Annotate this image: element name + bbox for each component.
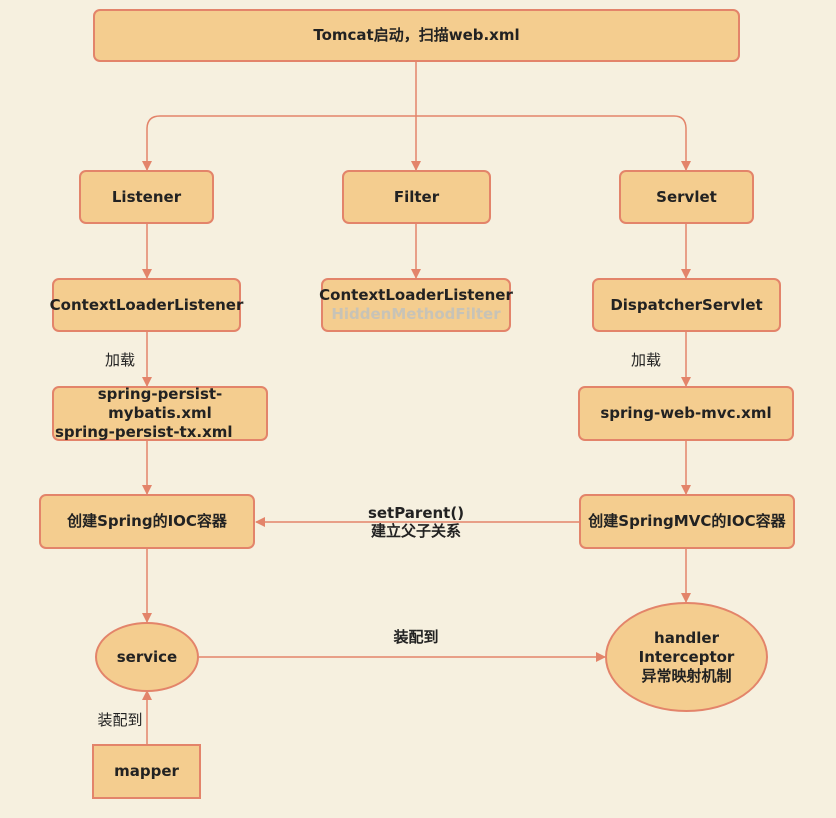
service-node: service — [95, 622, 199, 692]
tomcat-startup-label: Tomcat启动，扫描web.xml — [313, 26, 520, 44]
servlet-node: Servlet — [619, 170, 754, 224]
set-parent-label-line1: setParent() — [367, 504, 465, 522]
wire-to-handler-label: 装配到 — [393, 628, 439, 646]
handler-line1: handler — [654, 628, 719, 647]
mapper-label: mapper — [114, 762, 179, 780]
springmvc-ioc-node: 创建SpringMVC的IOC容器 — [579, 494, 795, 549]
filter-label: Filter — [393, 187, 440, 206]
load-label-left: 加载 — [104, 351, 135, 369]
handler-line3: 异常映射机制 — [641, 666, 732, 685]
filter-detail-node: ContextLoaderListener HiddenMethodFilter — [319, 278, 513, 332]
listener-node: Listener — [79, 170, 214, 224]
dispatcher-servlet-label: DispatcherServlet — [610, 295, 763, 314]
spring-persist-xml-line1: spring-persist-mybatis.xml — [97, 385, 223, 422]
handler-node: handler Interceptor 异常映射机制 — [605, 602, 768, 712]
spring-persist-xml-node: spring-persist-mybatis.xml spring-persis… — [52, 385, 268, 441]
listener-label: Listener — [111, 187, 182, 206]
set-parent-label-line2: 建立父子关系 — [370, 522, 461, 540]
springmvc-ioc-label: 创建SpringMVC的IOC容器 — [588, 512, 786, 530]
mapper-node: mapper — [92, 744, 201, 799]
context-loader-listener-node: ContextLoaderListener — [49, 278, 244, 332]
filter-detail-line1: ContextLoaderListener — [319, 286, 513, 304]
filter-detail-line2: HiddenMethodFilter — [331, 305, 501, 323]
servlet-label: Servlet — [656, 187, 717, 206]
tomcat-startup-node: Tomcat启动，扫描web.xml — [93, 9, 740, 62]
edge-split-servlet — [416, 115, 691, 171]
filter-node: Filter — [342, 170, 491, 224]
service-label: service — [116, 647, 178, 666]
spring-ioc-node: 创建Spring的IOC容器 — [39, 494, 255, 549]
handler-line2: Interceptor — [638, 647, 735, 666]
spring-web-mvc-xml-label: spring-web-mvc.xml — [600, 404, 772, 422]
dispatcher-servlet-node: DispatcherServlet — [592, 278, 781, 332]
edge-split-listener — [142, 115, 416, 171]
spring-ioc-label: 创建Spring的IOC容器 — [67, 512, 227, 530]
spring-web-mvc-xml-node: spring-web-mvc.xml — [578, 386, 794, 441]
spring-persist-xml-line2: spring-persist-tx.xml — [55, 423, 233, 441]
wire-to-service-label: 装配到 — [97, 711, 143, 729]
load-label-right: 加载 — [630, 351, 661, 369]
context-loader-listener-label: ContextLoaderListener — [49, 295, 244, 314]
